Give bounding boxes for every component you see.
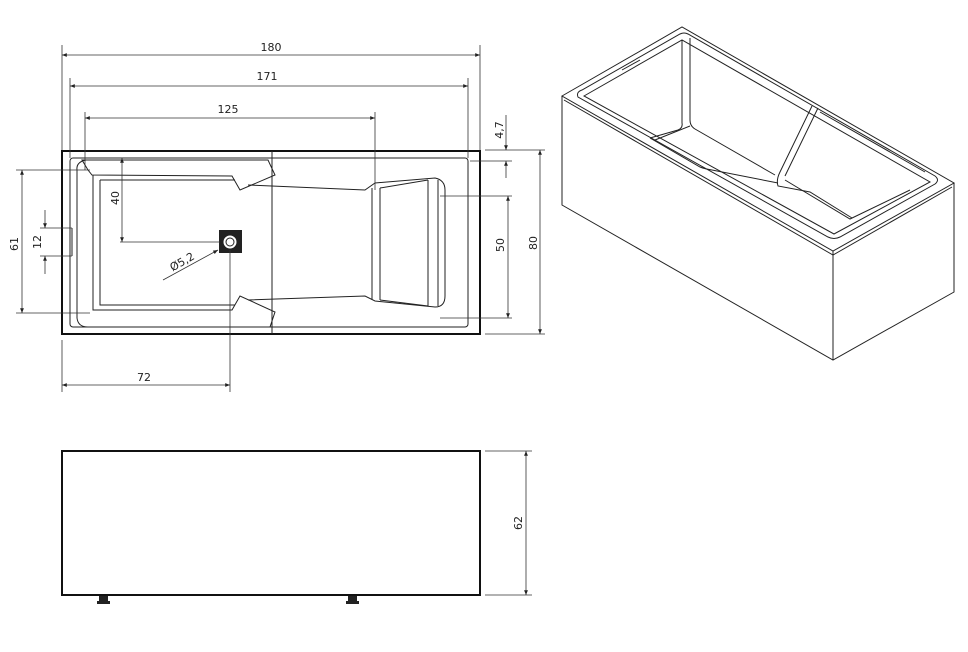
tub-outline-front: [61, 450, 481, 596]
dim-drain-diameter: Ø5,2: [168, 250, 197, 274]
dim-drain-x: 72: [137, 371, 151, 384]
top-view: [61, 150, 481, 335]
iso-basin-floor: [649, 125, 779, 184]
dim-height: 62: [512, 516, 525, 530]
dim-drain-y: 40: [109, 191, 122, 205]
dim-overall-length: 180: [261, 41, 282, 54]
foot-right: [348, 596, 357, 601]
dim-overall-width: 80: [527, 236, 540, 250]
seat-edges: [371, 180, 439, 306]
dim-inner-length: 171: [257, 70, 278, 83]
seat-outline: [247, 177, 446, 308]
dim-overflow: 12: [31, 235, 44, 249]
iso-side-faces: [561, 96, 955, 361]
dim-basin-length: 125: [218, 103, 239, 116]
top-view-dimensions: 180 171 125 72 40 61 12 50 80 4,7 Ø5,2: [8, 41, 545, 392]
tub-outline-top: [61, 150, 481, 335]
iso-seat-back-edge: [819, 111, 926, 173]
iso-basin-back-wall: [649, 38, 776, 176]
iso-inner-rim: [577, 32, 938, 239]
leader-line-drain-diameter: [162, 249, 219, 281]
dim-basin-width: 61: [8, 237, 21, 251]
iso-top-face: [560, 26, 956, 252]
foot-left: [99, 596, 108, 601]
iso-rim-edge: [563, 99, 953, 256]
isometric-view: [560, 26, 956, 361]
iso-seat-floor: [784, 179, 911, 220]
dim-rim: 4,7: [493, 121, 506, 139]
seat-surface: [379, 179, 429, 307]
iso-overflow-slot: [621, 59, 641, 71]
basin-upper-edge: [81, 159, 276, 191]
drain-inner-ring: [225, 237, 235, 247]
iso-seat-divider: [776, 105, 853, 219]
drain-icon: [222, 234, 238, 250]
dim-seat-width: 50: [494, 238, 507, 252]
foot-left-base: [97, 601, 110, 604]
iso-basin-opening: [582, 39, 932, 235]
front-view: 62: [61, 450, 532, 604]
basin-lower-edge: [76, 159, 276, 328]
foot-right-base: [346, 601, 359, 604]
